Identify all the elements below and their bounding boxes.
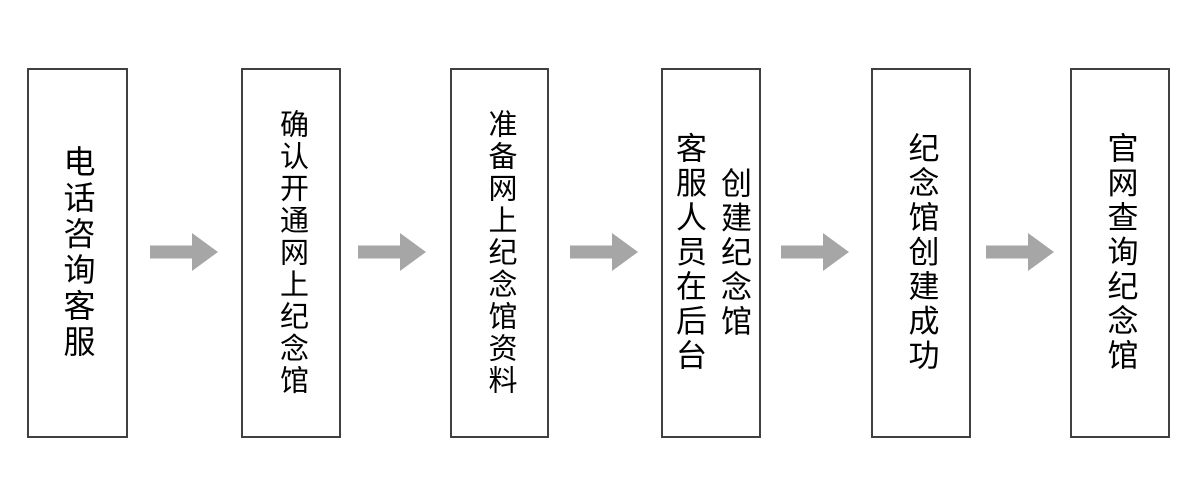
flow-step-5-label: 纪念馆创建成功	[903, 132, 939, 374]
flow-step-3-label: 准备网上纪念馆资料	[484, 109, 516, 397]
flow-step-1-label: 电话咨询客服	[59, 145, 96, 361]
arrow-right-icon	[150, 233, 218, 271]
flow-step-1: 电话咨询客服	[27, 68, 128, 438]
flow-step-4-label-column-2: 创建纪念馆	[716, 166, 751, 340]
arrow-right-icon	[781, 233, 849, 271]
flow-step-2: 确认开通网上纪念馆	[241, 68, 341, 438]
arrow-right-icon	[570, 233, 638, 271]
arrow-right-icon	[986, 233, 1054, 271]
flow-step-5: 纪念馆创建成功	[871, 68, 971, 438]
flow-step-2-label: 确认开通网上纪念馆	[275, 109, 308, 397]
arrow-right-icon	[358, 233, 426, 271]
flow-step-4: 客服人员在后台 创建纪念馆	[661, 68, 761, 438]
flow-step-6-label: 官网查询纪念馆	[1102, 132, 1138, 374]
flow-step-4-label-column-1: 客服人员在后台	[671, 132, 706, 374]
flow-step-3: 准备网上纪念馆资料	[450, 68, 549, 438]
flow-step-6: 官网查询纪念馆	[1070, 68, 1170, 438]
